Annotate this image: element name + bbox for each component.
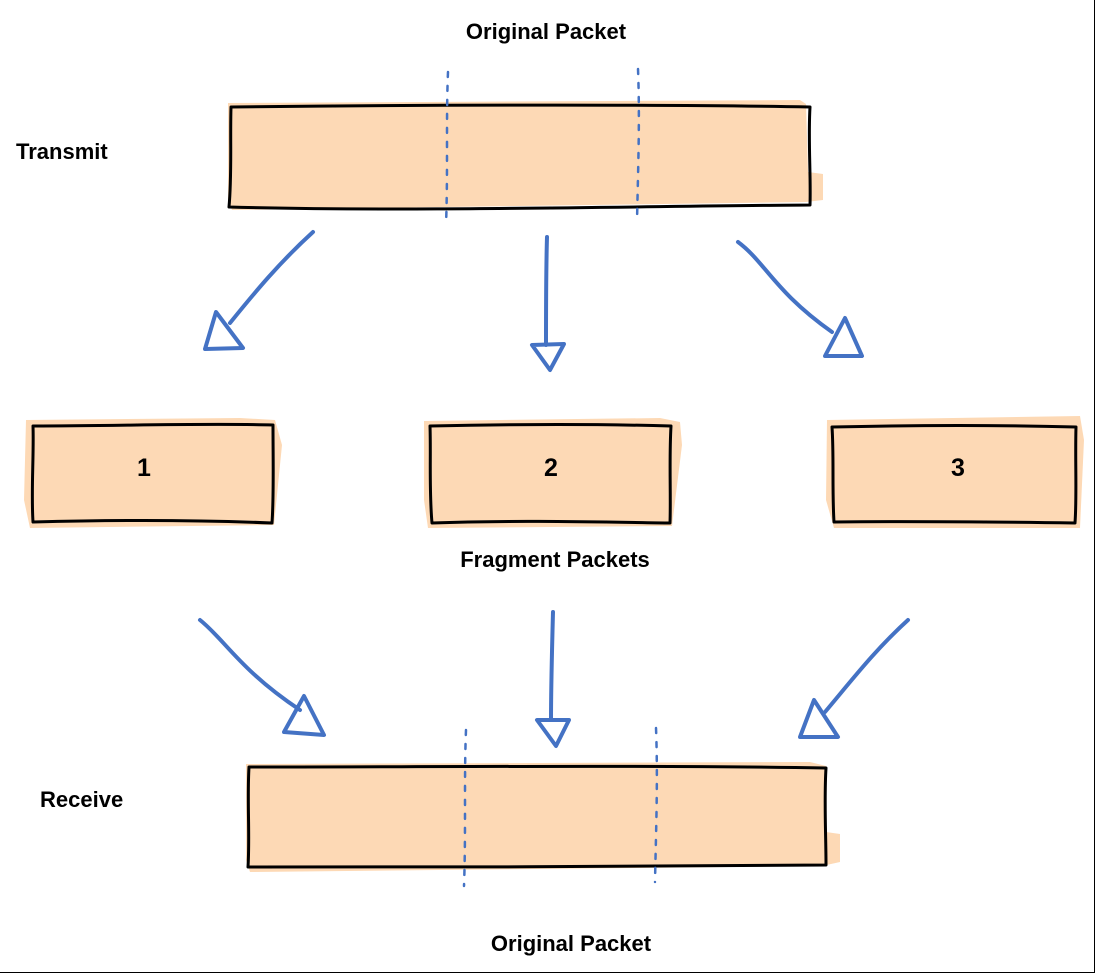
- fragment-2-number: 2: [544, 454, 558, 482]
- fragment-boundary-line: [653, 726, 659, 884]
- fragment-1-number: 1: [137, 454, 151, 482]
- original-packet-receive: [246, 726, 840, 888]
- original-packet-top-label: Original Packet: [466, 19, 627, 44]
- fragment-boundary-line: [462, 728, 468, 888]
- arrow-to-fragment-1: [203, 230, 315, 351]
- fragment-packet-2: 2: [424, 418, 682, 528]
- arrow-to-fragment-2: [530, 235, 566, 372]
- original-packet-transmit: [227, 67, 823, 227]
- arrow-from-fragment-3: [798, 618, 910, 739]
- transmit-label: Transmit: [16, 139, 108, 164]
- arrow-from-fragment-1: [198, 618, 326, 737]
- fragment-packet-1: 1: [24, 418, 282, 528]
- fragment-packets-label: Fragment Packets: [460, 547, 650, 572]
- fragment-packet-3: 3: [826, 416, 1084, 528]
- receive-label: Receive: [40, 787, 123, 812]
- arrow-to-fragment-3: [736, 240, 864, 358]
- fragment-3-number: 3: [951, 454, 965, 482]
- original-packet-bottom-label: Original Packet: [491, 931, 652, 956]
- fragment-boundary-line: [635, 67, 641, 224]
- fragment-boundary-line: [444, 70, 450, 227]
- arrow-from-fragment-2: [535, 610, 571, 748]
